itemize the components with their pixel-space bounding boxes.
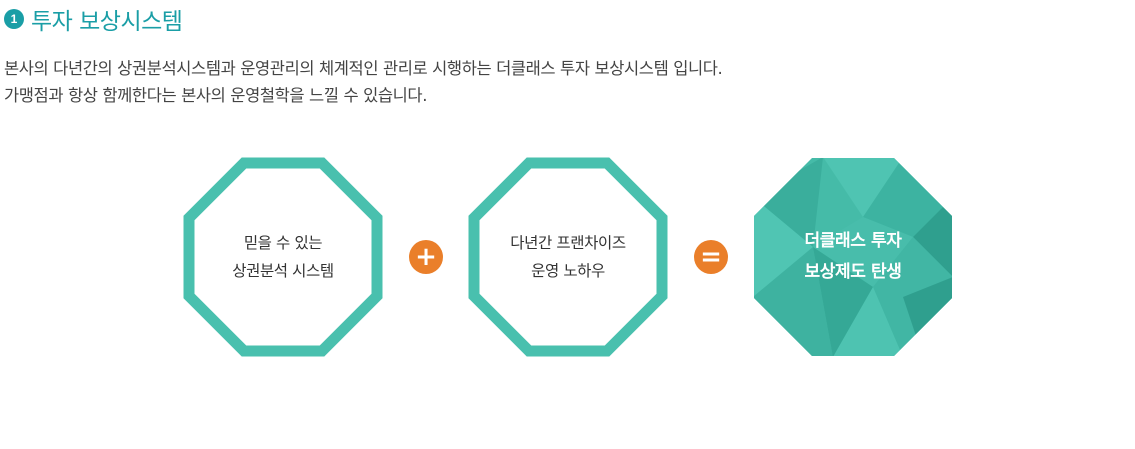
octagon-card-compensation-system: 더클래스 투자 보상제도 탄생	[753, 157, 953, 357]
octagon-label: 믿을 수 있는 상권분석 시스템	[183, 157, 383, 357]
octagon-label-line-2: 보상제도 탄생	[804, 262, 902, 282]
description-line-1: 본사의 다년간의 상권분석시스템과 운영관리의 체계적인 관리로 시행하는 더클…	[4, 59, 723, 78]
octagon-outline-icon	[468, 157, 668, 357]
octagon-filled-icon	[754, 158, 952, 356]
number-badge-icon: 1	[4, 9, 24, 29]
octagon-label: 다년간 프랜차이즈 운영 노하우	[468, 157, 668, 357]
description-line-2: 가맹점과 항상 함께한다는 본사의 운영철학을 느낄 수 있습니다.	[4, 86, 428, 105]
octagon-label-line-2: 상권분석 시스템	[232, 262, 334, 280]
octagon-card-trusted-system: 믿을 수 있는 상권분석 시스템	[183, 157, 383, 357]
description: 본사의 다년간의 상권분석시스템과 운영관리의 체계적인 관리로 시행하는 더클…	[4, 55, 1124, 109]
page-title: 투자 보상시스템	[31, 9, 183, 35]
octagon-outline-icon	[183, 157, 383, 357]
octagon-card-franchise-knowhow: 다년간 프랜차이즈 운영 노하우	[468, 157, 668, 357]
octagon-label-line-2: 운영 노하우	[531, 262, 605, 280]
octagon-label-line-1: 더클래스 투자	[804, 231, 902, 251]
octagon-label-line-1: 다년간 프랜차이즈	[510, 234, 626, 252]
octagon-label: 더클래스 투자 보상제도 탄생	[753, 157, 953, 357]
octagon-label-line-1: 믿을 수 있는	[243, 234, 323, 252]
plus-icon: +	[409, 240, 443, 274]
equals-icon: =	[694, 240, 728, 274]
section-title: 1 투자 보상시스템	[4, 4, 183, 35]
